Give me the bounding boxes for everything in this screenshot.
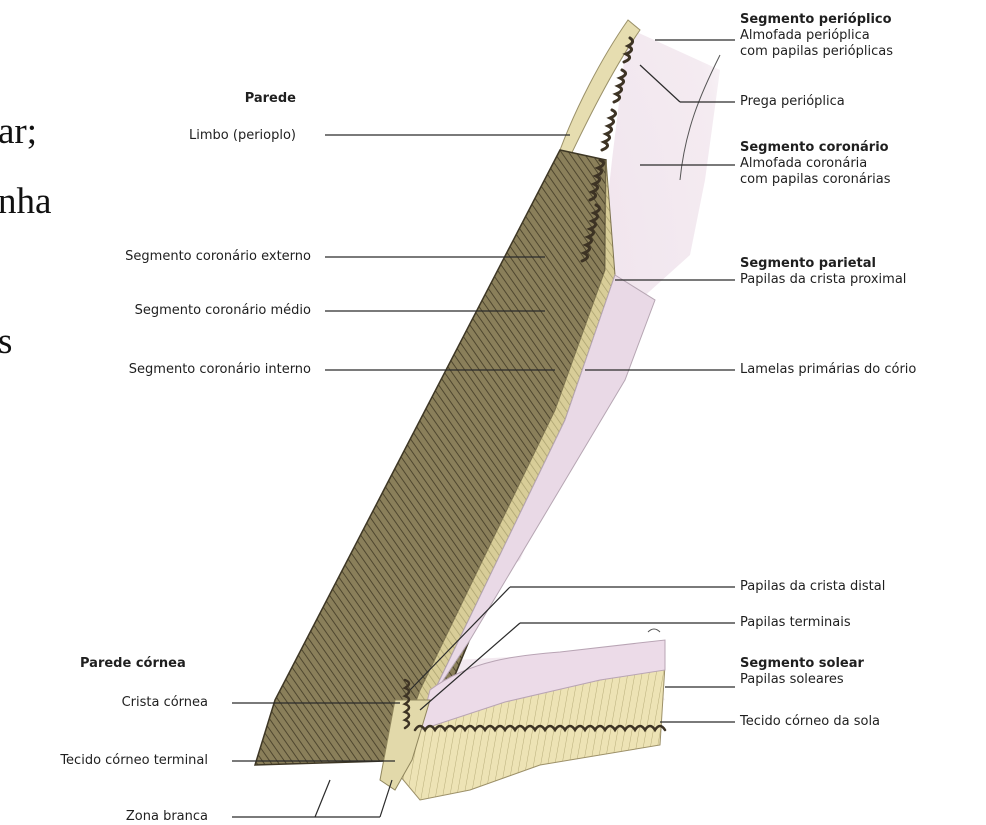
label-almofada-perioplica: Almofada perióplica	[740, 28, 870, 44]
label-tecido-corneo-terminal: Tecido córneo terminal	[60, 753, 208, 769]
label-limbo: Limbo (perioplo)	[189, 128, 296, 144]
label-com-papilas-coronarias: com papilas coronárias	[740, 172, 890, 188]
label-seg-coronario-medio: Segmento coronário médio	[135, 303, 311, 319]
label-seg-coronario-externo: Segmento coronário externo	[125, 249, 311, 265]
label-prega-perioplica: Prega perióplica	[740, 94, 845, 110]
label-papilas-terminais: Papilas terminais	[740, 615, 851, 631]
label-papilas-soleares: Papilas soleares	[740, 672, 844, 688]
label-papilas-crista-distal: Papilas da crista distal	[740, 579, 885, 595]
label-papilas-crista-proximal: Papilas da crista proximal	[740, 272, 906, 288]
label-lamelas-primarias: Lamelas primárias do cório	[740, 362, 916, 378]
label-segmento-solear: Segmento solear	[740, 656, 864, 672]
label-tecido-corneo-sola: Tecido córneo da sola	[740, 714, 880, 730]
sole-edge-mark	[648, 629, 660, 632]
label-segmento-parietal: Segmento parietal	[740, 256, 876, 272]
label-crista-cornea: Crista córnea	[122, 695, 208, 711]
label-almofada-coronaria: Almofada coronária	[740, 156, 867, 172]
label-segmento-coronario: Segmento coronário	[740, 140, 889, 156]
label-com-papilas-perioplicas: com papilas perióplicas	[740, 44, 893, 60]
label-parede-cornea: Parede córnea	[80, 656, 186, 672]
label-segmento-perioplico: Segmento perióplico	[740, 12, 892, 28]
label-zona-branca: Zona branca	[126, 809, 208, 825]
label-seg-coronario-interno: Segmento coronário interno	[129, 362, 311, 378]
label-parede: Parede	[245, 91, 296, 107]
